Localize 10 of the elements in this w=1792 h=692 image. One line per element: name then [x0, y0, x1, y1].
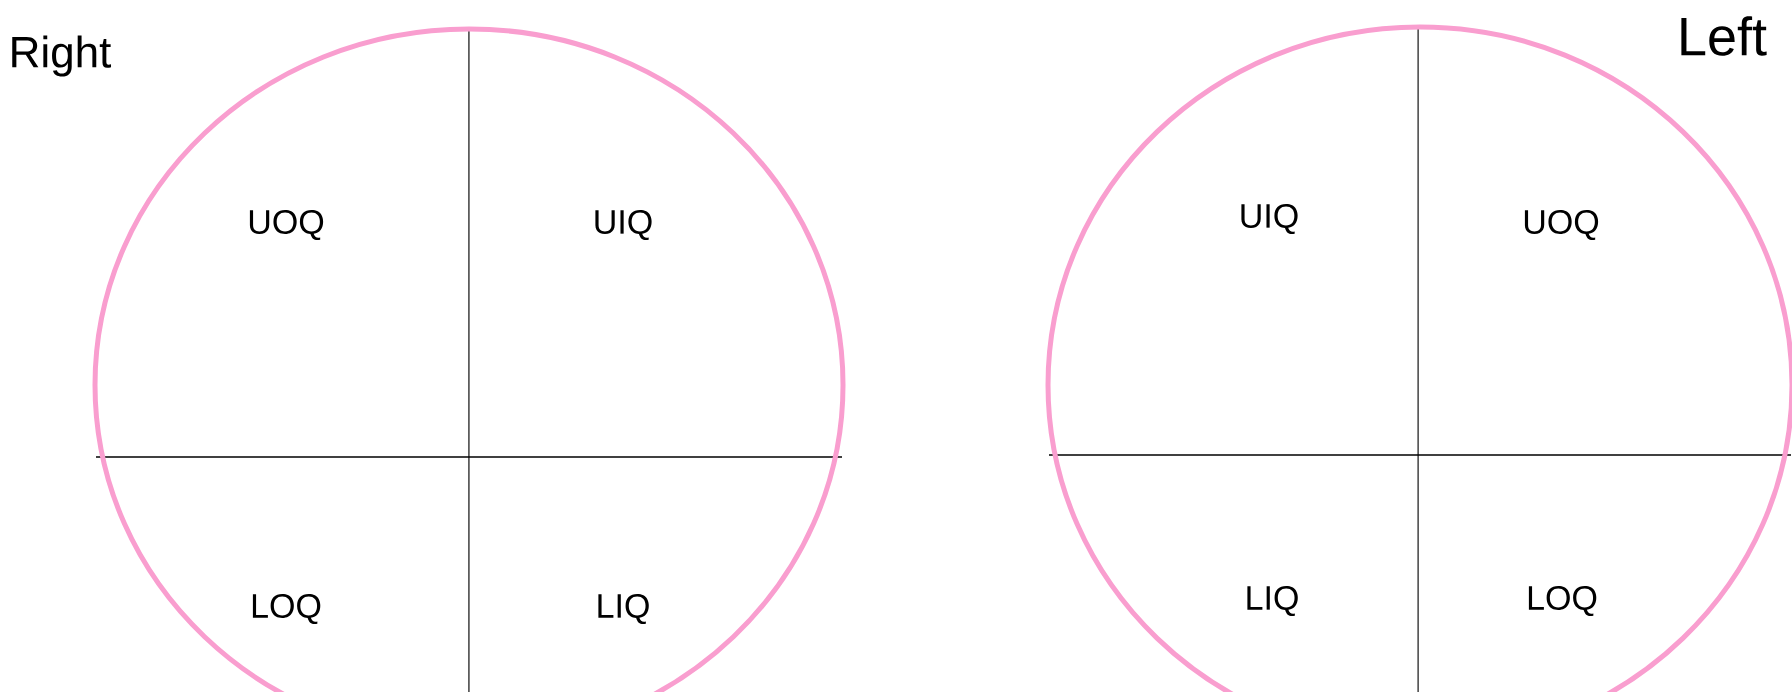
quadrant-label: UIQ — [595, 209, 652, 241]
quadrant-label: LIQ — [1247, 585, 1298, 617]
side-label: Right — [12, 35, 111, 77]
side-label: Left — [1681, 16, 1767, 56]
quadrant-label: LOQ — [252, 593, 321, 625]
quadrant-label: UOQ — [249, 209, 324, 241]
quadrant-label: LIQ — [598, 593, 649, 625]
quadrant-label: UIQ — [1241, 203, 1298, 235]
quadrant-label: LOQ — [1528, 585, 1597, 617]
quadrant-label: UOQ — [1524, 209, 1599, 241]
